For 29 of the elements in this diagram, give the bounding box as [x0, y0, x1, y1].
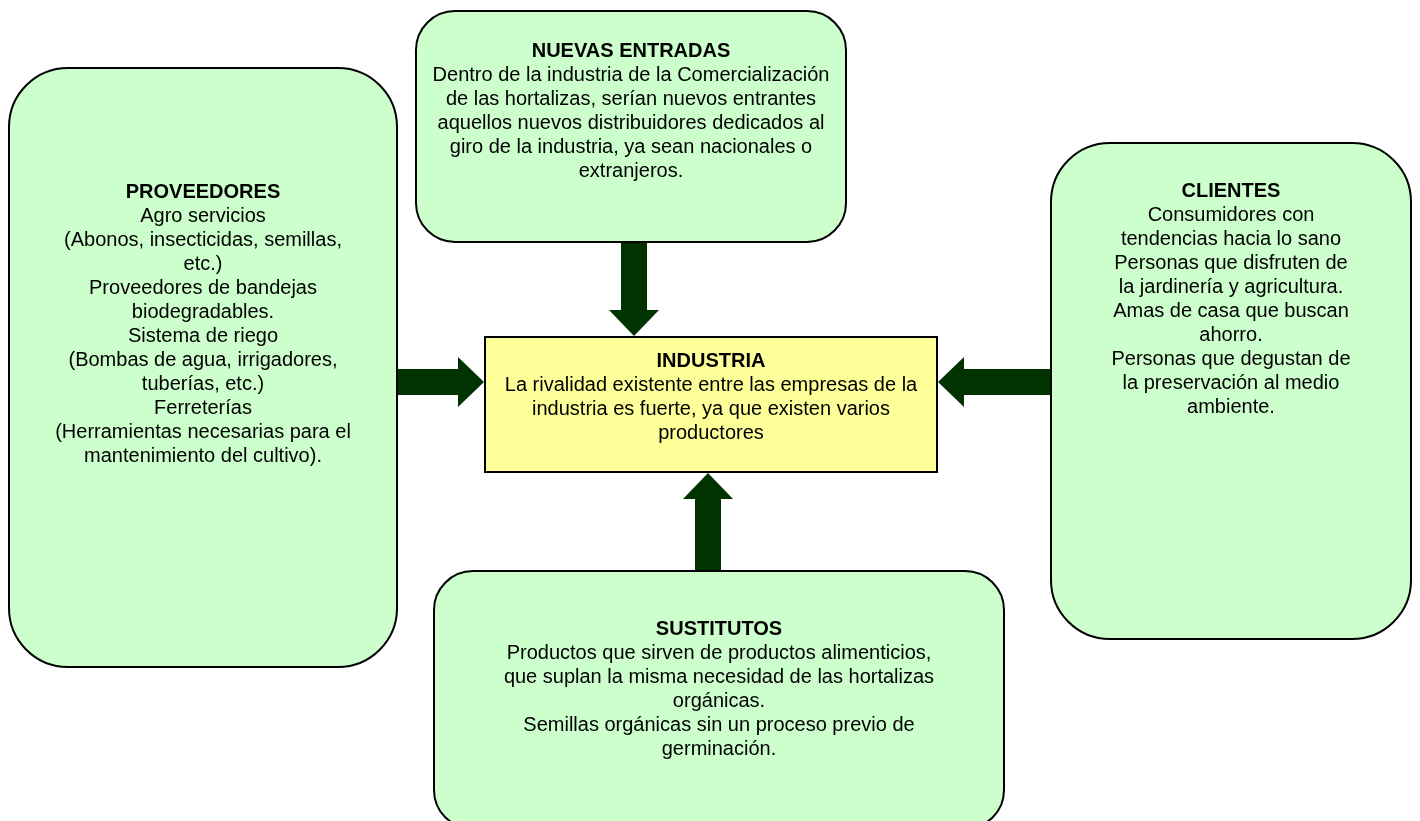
- box-text: Personas que disfruten de la jardinería y agricultura.: [1113, 250, 1349, 298]
- box-heading: PROVEEDORES: [124, 179, 282, 203]
- box-text: Ferreterías: [153, 395, 253, 419]
- box-text: Sistema de riego: [126, 323, 280, 347]
- block-arrow: [609, 243, 659, 336]
- block-arrow: [683, 473, 733, 570]
- box-text: Dentro de la industria de la Comercialización de las hortalizas, serían nuevos entrantes aquellos nuevos distribuidores dedicados al giro de la industria, ya sean nacionales o extranjeros.: [431, 62, 831, 182]
- process-box: [484, 336, 938, 473]
- rounded-box: [433, 570, 1005, 821]
- box-text: Productos que sirven de productos alimenticios, que suplan la misma necesidad de las hortalizas orgánicas.: [502, 640, 936, 712]
- box-heading: INDUSTRIA: [655, 348, 767, 372]
- rounded-box: [1050, 142, 1412, 640]
- box-text: Agro servicios: [139, 203, 267, 227]
- box-text: (Abonos, insecticidas, semillas, etc.): [63, 227, 343, 275]
- box-heading: CLIENTES: [1180, 178, 1282, 202]
- box-text: La rivalidad existente entre las empresas de la industria es fuerte, ya que existen varios productores: [503, 372, 919, 444]
- block-arrow: [938, 357, 1050, 407]
- box-heading: SUSTITUTOS: [654, 616, 784, 640]
- box-text: Amas de casa que buscan ahorro.: [1112, 298, 1350, 346]
- box-text: Personas que degustan de la preservación al medio ambiente.: [1111, 346, 1351, 418]
- box-text: Semillas orgánicas sin un proceso previo de germinación.: [522, 712, 916, 760]
- box-text: Proveedores de bandejas biodegradables.: [88, 275, 318, 323]
- rounded-box: [415, 10, 847, 243]
- box-heading: NUEVAS ENTRADAS: [530, 38, 732, 62]
- box-text: (Herramientas necesarias para el mantenimiento del cultivo).: [54, 419, 352, 467]
- rounded-box: [8, 67, 398, 668]
- block-arrow: [398, 357, 484, 407]
- box-text: (Bombas de agua, irrigadores, tuberías, etc.): [67, 347, 339, 395]
- box-text: Consumidores con tendencias hacia lo sano: [1119, 202, 1343, 250]
